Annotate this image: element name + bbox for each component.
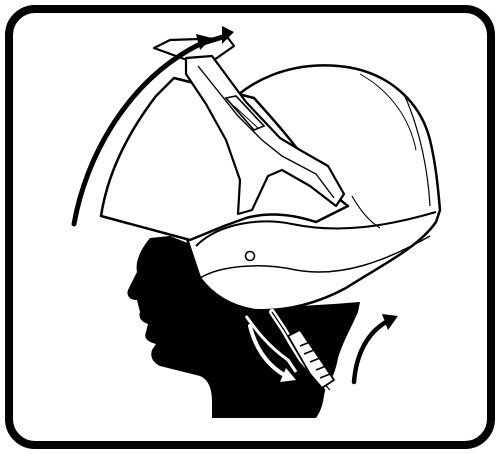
visor-pivot-screw <box>246 252 255 261</box>
